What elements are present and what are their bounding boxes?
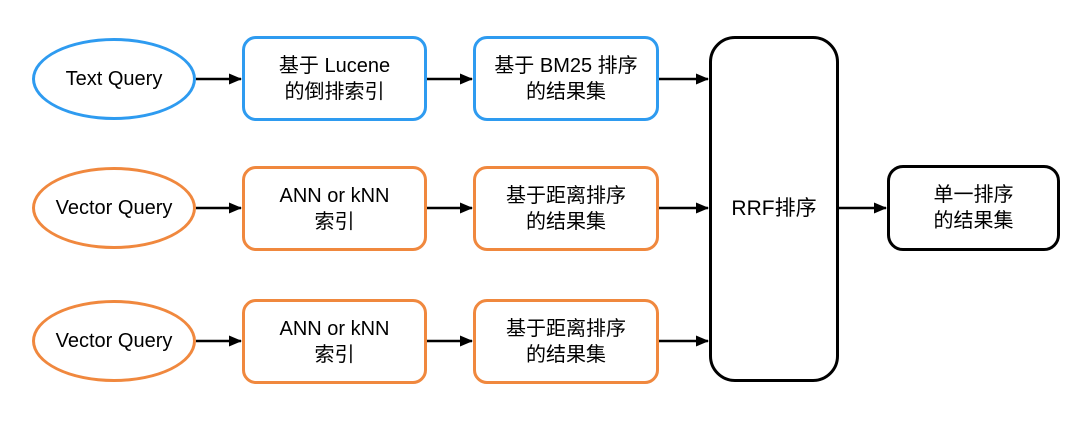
node-distance-ranked-results-2: 基于距离排序 的结果集 (473, 299, 659, 384)
node-bm25-ranked-results: 基于 BM25 排序 的结果集 (473, 36, 659, 121)
node-distance-ranked-results-1: 基于距离排序 的结果集 (473, 166, 659, 251)
node-vector-query-1: Vector Query (32, 167, 196, 249)
node-rrf-merge: RRF排序 (709, 36, 839, 382)
node-ann-knn-index-1: ANN or kNN 索引 (242, 166, 427, 251)
node-lucene-inverted-index: 基于 Lucene 的倒排索引 (242, 36, 427, 121)
node-ann-knn-index-2: ANN or kNN 索引 (242, 299, 427, 384)
node-single-ranked-results: 单一排序 的结果集 (887, 165, 1060, 251)
node-text-query: Text Query (32, 38, 196, 120)
node-vector-query-2: Vector Query (32, 300, 196, 382)
